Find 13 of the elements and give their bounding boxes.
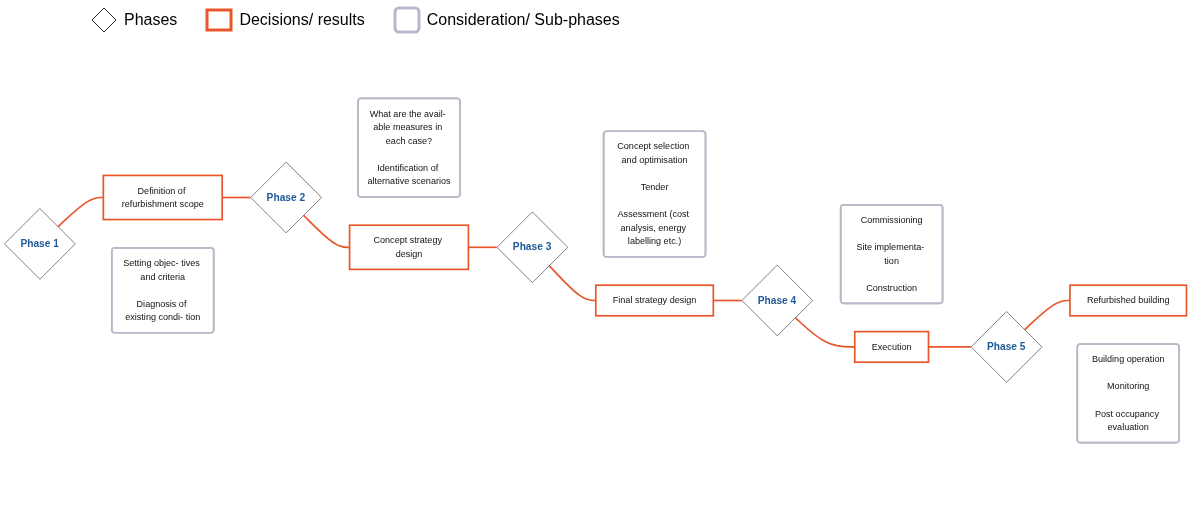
node-box: Concept strategy design [348,223,470,270]
node-diamond: Phase 1 [4,207,76,280]
node-box: Refurbished building [1069,283,1188,317]
legend-text: Phases [124,11,178,29]
node-diamond: Phase 4 [741,264,813,336]
node-box: Execution [853,330,930,363]
node-box: Final strategy design [594,283,715,317]
node-diamond: Phase 5 [970,310,1043,383]
node-diamond: Phase 3 [496,211,569,283]
legend-text: Consideration/ Sub-phases [426,11,620,29]
node-diamond: Phase 2 [250,161,322,233]
legend-text: Decisions/ results [239,11,365,29]
node-box: Definition of refurbishment scope [102,174,224,220]
